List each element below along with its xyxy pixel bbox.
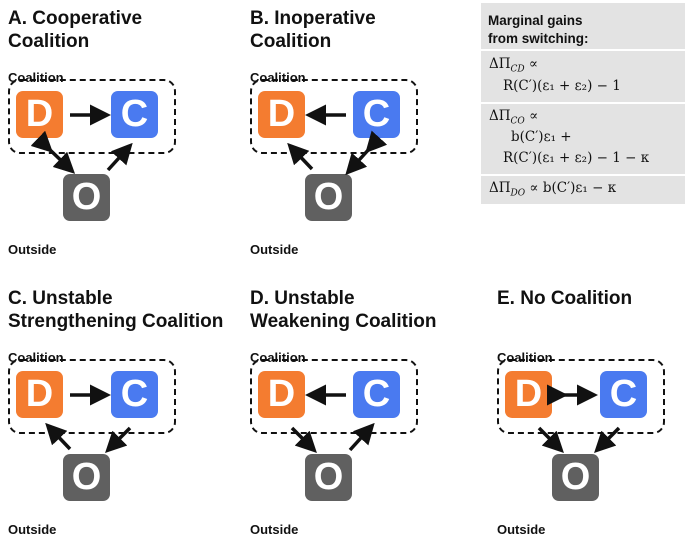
node-o: O bbox=[305, 174, 352, 221]
coalition-boundary bbox=[8, 359, 176, 434]
coalition-boundary bbox=[497, 359, 665, 434]
panel-e: E. No Coalition Coalition D C O Outside bbox=[497, 287, 685, 547]
node-c: C bbox=[111, 371, 158, 418]
coalition-boundary bbox=[8, 79, 176, 154]
panel-a-arrows bbox=[30, 104, 133, 174]
panel-e-title: E. No Coalition bbox=[497, 288, 633, 309]
node-d: D bbox=[258, 371, 305, 418]
outside-label: Outside bbox=[250, 242, 299, 257]
panel-d-arrows bbox=[290, 384, 375, 453]
coalition-boundary bbox=[250, 79, 418, 154]
arrow-o-to-d bbox=[45, 422, 72, 451]
coalition-label: Coalition bbox=[250, 350, 306, 365]
arrow-d-o-double bbox=[30, 130, 76, 174]
panel-b-arrows bbox=[287, 104, 388, 176]
divider bbox=[481, 102, 685, 104]
eq-co-head: ΔΠCO ∝ bbox=[489, 108, 539, 127]
node-d: D bbox=[16, 371, 63, 418]
coalition-label: Coalition bbox=[8, 70, 64, 85]
node-c: C bbox=[353, 91, 400, 138]
arrow-o-to-d bbox=[287, 142, 314, 171]
coalition-label: Coalition bbox=[497, 350, 553, 365]
arrow-o-to-c bbox=[348, 422, 375, 452]
node-d: D bbox=[16, 91, 63, 138]
node-c: C bbox=[111, 91, 158, 138]
node-d: D bbox=[505, 371, 552, 418]
coalition-boundary bbox=[250, 359, 418, 434]
node-o: O bbox=[552, 454, 599, 501]
node-c: C bbox=[600, 371, 647, 418]
arrow-c-to-o bbox=[594, 426, 621, 453]
panel-e-arrows bbox=[537, 384, 621, 453]
node-d: D bbox=[258, 91, 305, 138]
eq-cd-head: ΔΠCD ∝ bbox=[489, 56, 539, 75]
arrow-d-to-o bbox=[290, 426, 317, 453]
divider bbox=[481, 49, 685, 51]
arrow-c-to-o bbox=[105, 426, 132, 453]
coalition-label: Coalition bbox=[8, 350, 64, 365]
arrow-d-to-o bbox=[537, 426, 564, 453]
arrow-c-o-double bbox=[345, 130, 388, 176]
node-o: O bbox=[63, 454, 110, 501]
coalition-label: Coalition bbox=[250, 70, 306, 85]
eq-do-line: ΔΠDO ∝ b(C′)ε₁ − κ bbox=[489, 180, 617, 199]
divider bbox=[481, 174, 685, 176]
eq-co-line1: b(C′)ε₁ + bbox=[511, 129, 572, 145]
outside-label: Outside bbox=[8, 242, 57, 257]
eq-co-line2: R(C′)(ε₁ + ε₂) − 1 − κ bbox=[503, 150, 650, 166]
node-o: O bbox=[63, 174, 110, 221]
panel-c-arrows bbox=[45, 384, 132, 453]
eq-cd-line1: R(C′)(ε₁ + ε₂) − 1 bbox=[503, 78, 621, 94]
node-o: O bbox=[305, 454, 352, 501]
arrow-o-to-c bbox=[106, 142, 133, 172]
node-c: C bbox=[353, 371, 400, 418]
